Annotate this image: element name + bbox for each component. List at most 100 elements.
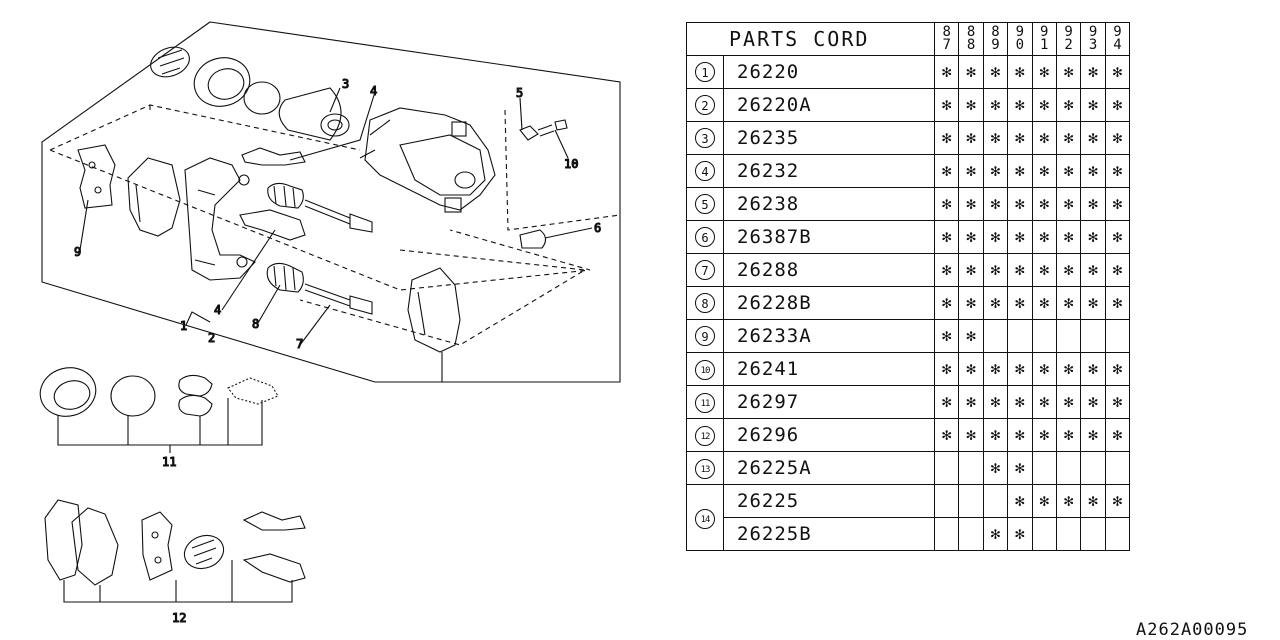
lower-guide-pin-part <box>266 262 373 315</box>
applicability-cell <box>933 517 960 551</box>
o-ring-part <box>243 81 281 115</box>
pad-clip-lower-part <box>239 209 306 241</box>
applicability-mark: ✻ <box>966 260 976 279</box>
applicability-mark: ✻ <box>966 227 976 246</box>
applicability-cell <box>958 451 984 485</box>
applicability-mark: ✻ <box>1112 161 1123 180</box>
table-header-title: PARTS CORD <box>686 22 935 56</box>
applicability-cell: ✻ <box>1031 154 1057 188</box>
applicability-mark: ✻ <box>1039 392 1050 411</box>
applicability-cell: ✻ <box>1055 55 1082 89</box>
callout-8: 8 <box>252 317 259 331</box>
seal-kit-group <box>39 367 279 453</box>
applicability-cell <box>1007 319 1033 353</box>
applicability-cell: ✻ <box>1055 220 1082 254</box>
applicability-cell: ✻ <box>1007 451 1033 485</box>
applicability-cell: ✻ <box>982 352 1009 386</box>
applicability-mark: ✻ <box>941 227 952 246</box>
circled-number: 6 <box>695 227 715 247</box>
applicability-mark: ✻ <box>1015 425 1025 444</box>
applicability-cell: ✻ <box>982 451 1009 485</box>
applicability-mark: ✻ <box>1063 359 1074 378</box>
applicability-mark: ✻ <box>990 95 1001 114</box>
row-number-cell: 1 <box>686 55 724 89</box>
applicability-cell: ✻ <box>1007 220 1033 254</box>
bleeder-screw-part <box>519 119 568 141</box>
applicability-cell <box>1080 517 1106 551</box>
pad-clip-upper-part <box>241 147 306 166</box>
applicability-mark: ✻ <box>1039 293 1050 312</box>
applicability-mark: ✻ <box>1112 425 1123 444</box>
applicability-cell: ✻ <box>1104 352 1131 386</box>
callout-6: 6 <box>594 221 601 235</box>
applicability-cell <box>1104 451 1131 485</box>
applicability-mark: ✻ <box>1088 359 1098 378</box>
applicability-mark: ✻ <box>966 194 976 213</box>
applicability-cell: ✻ <box>982 220 1009 254</box>
leader-lines <box>79 87 593 382</box>
applicability-mark: ✻ <box>990 161 1001 180</box>
applicability-cell: ✻ <box>958 385 984 419</box>
assembly-boundary <box>41 21 621 383</box>
applicability-cell: ✻ <box>958 187 984 221</box>
applicability-mark: ✻ <box>990 194 1001 213</box>
applicability-cell: ✻ <box>1104 88 1131 122</box>
applicability-mark: ✻ <box>1015 227 1025 246</box>
row-number-cell: 2 <box>686 88 724 122</box>
year-digit: 2 <box>1064 37 1073 53</box>
year-digit: 0 <box>1015 37 1025 53</box>
applicability-mark: ✻ <box>1015 359 1025 378</box>
applicability-mark: ✻ <box>1063 128 1074 147</box>
part-code-cell: 26288 <box>723 253 935 287</box>
part-code-cell: 26228B <box>723 286 935 320</box>
applicability-cell: ✻ <box>1080 121 1106 155</box>
applicability-mark: ✻ <box>941 326 952 345</box>
applicability-mark: ✻ <box>1063 95 1074 114</box>
applicability-mark: ✻ <box>1112 95 1123 114</box>
year-digit: 8 <box>991 24 1000 40</box>
part-code-cell: 26232 <box>723 154 935 188</box>
applicability-mark: ✻ <box>1088 128 1098 147</box>
applicability-cell: ✻ <box>982 121 1009 155</box>
applicability-mark: ✻ <box>1063 260 1074 279</box>
applicability-cell: ✻ <box>933 88 960 122</box>
applicability-mark: ✻ <box>1039 62 1050 81</box>
applicability-cell <box>1055 451 1082 485</box>
callout-4-upper: 4 <box>370 84 377 98</box>
year-digit: 9 <box>1015 24 1025 40</box>
circled-number: 7 <box>695 260 715 280</box>
applicability-cell: ✻ <box>1080 154 1106 188</box>
applicability-cell: ✻ <box>933 121 960 155</box>
dust-boot-part <box>150 46 190 78</box>
row-number-cell: 7 <box>686 253 724 287</box>
applicability-cell <box>1104 517 1131 551</box>
row-number-cell: 4 <box>686 154 724 188</box>
applicability-mark: ✻ <box>941 95 952 114</box>
applicability-mark: ✻ <box>1015 458 1025 477</box>
year-digit: 3 <box>1088 37 1098 53</box>
applicability-cell: ✻ <box>982 253 1009 287</box>
applicability-cell <box>1055 517 1082 551</box>
applicability-mark: ✻ <box>990 128 1001 147</box>
circled-number: 12 <box>695 426 715 446</box>
applicability-cell: ✻ <box>1055 121 1082 155</box>
applicability-mark: ✻ <box>966 95 976 114</box>
year-digit: 8 <box>966 37 976 53</box>
applicability-cell: ✻ <box>1007 253 1033 287</box>
applicability-cell: ✻ <box>982 517 1009 551</box>
applicability-cell: ✻ <box>982 286 1009 320</box>
applicability-mark: ✻ <box>990 260 1001 279</box>
applicability-mark: ✻ <box>1088 425 1098 444</box>
callout-12: 12 <box>172 611 186 625</box>
piston-part <box>278 87 350 141</box>
piston-seal-part <box>193 57 251 107</box>
applicability-cell: ✻ <box>1031 88 1057 122</box>
